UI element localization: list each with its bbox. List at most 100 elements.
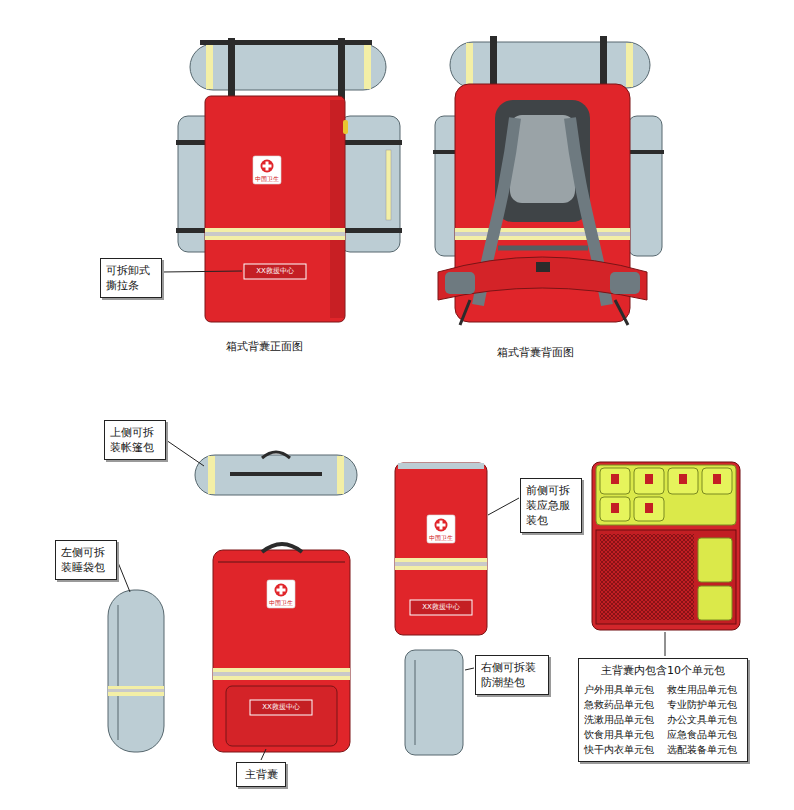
- main-backpack: [213, 668, 350, 680]
- moisture-mat-bag: [405, 650, 474, 755]
- unit-item: 户外用具单元包: [584, 683, 659, 697]
- logo-text: 中国卫生: [267, 599, 295, 606]
- back-view-backpack: [466, 43, 473, 87]
- patch-text: XX救援中心: [250, 700, 312, 715]
- main-backpack: [213, 550, 350, 752]
- main-backpack: [261, 749, 266, 760]
- sleeping-bag-pack: [118, 605, 119, 740]
- tent-bag: [208, 456, 215, 494]
- clothing-bag: [427, 515, 455, 543]
- unit-item: 快干内衣单元包: [584, 743, 659, 757]
- tent-bag: [262, 452, 290, 458]
- front-view-backpack: [338, 38, 345, 100]
- open-bag-interior: [592, 462, 740, 630]
- open-bag-interior: [596, 465, 736, 525]
- callout-text: 上侧可拆 装帐篷包: [110, 425, 160, 455]
- clothing-bag: [395, 562, 487, 566]
- front-view-backpack: [338, 228, 402, 233]
- front-view-backpack: [364, 45, 371, 89]
- tent-bag: [166, 440, 357, 495]
- open-bag-interior: [634, 468, 664, 494]
- back-view-backpack: [498, 246, 588, 251]
- open-bag-interior: [698, 538, 732, 582]
- open-bag-interior: [600, 468, 630, 494]
- front-view-backpack: [162, 271, 242, 272]
- unit-grid: 户外用具单元包救生用品单元包急救药品单元包专业防护单元包洗漱用品单元包办公文具单…: [584, 683, 742, 757]
- open-bag-interior: [713, 474, 721, 484]
- list-heading: 主背囊内包含10个单元包: [584, 663, 742, 678]
- patch-text: XX救援中心: [410, 600, 472, 615]
- open-bag-interior: [668, 468, 698, 494]
- open-bag-interior: [665, 632, 666, 656]
- patch-text: XX救援中心: [244, 264, 306, 279]
- callout-box: 右侧可拆装 防潮垫包: [475, 655, 549, 695]
- back-view-backpack: [450, 42, 650, 88]
- open-bag-interior: [611, 503, 619, 513]
- open-bag-interior: [592, 462, 740, 656]
- open-bag-interior: [600, 497, 630, 521]
- unit-item: 急救药品单元包: [584, 698, 659, 712]
- callout-text: 主背囊: [242, 767, 280, 782]
- front-view-backpack: [190, 44, 386, 90]
- tent-bag: [230, 472, 322, 476]
- logo-text: 中国卫生: [253, 175, 281, 182]
- unit-item: 应急食品单元包: [667, 728, 742, 742]
- unit-item: 救生用品单元包: [667, 683, 742, 697]
- front-view-backpack: [205, 232, 345, 236]
- sleeping-bag-pack: [117, 560, 130, 592]
- callout-box: 前侧可拆 装应急服 装包: [520, 478, 582, 533]
- front-view-backpack: [343, 120, 348, 134]
- view-caption: 箱式背囊背面图: [497, 346, 574, 360]
- unit-item: 洗漱用品单元包: [584, 713, 659, 727]
- front-view-backpack: [386, 150, 391, 220]
- open-bag-interior: [596, 530, 736, 624]
- main-backpack: [250, 700, 312, 715]
- sleeping-bag-pack: [108, 686, 164, 696]
- callout-text: 前侧可拆 装应急服 装包: [526, 483, 576, 528]
- main-backpack: [218, 561, 345, 563]
- back-view-backpack: [626, 150, 664, 154]
- front-view-backpack: [205, 228, 345, 240]
- sleeping-bag-pack: [108, 590, 164, 752]
- back-view-backpack: [628, 116, 662, 256]
- tent-bag: [195, 455, 357, 495]
- unit-item: 饮食用具单元包: [584, 728, 659, 742]
- logo-text: 中国卫生: [427, 534, 455, 541]
- clothing-bag: [395, 463, 519, 635]
- callout-box: 上侧可拆 装帐篷包: [104, 420, 166, 460]
- tent-bag: [337, 456, 344, 494]
- front-view-backpack: [253, 156, 281, 184]
- main-backpack: [213, 544, 350, 760]
- open-bag-interior: [679, 474, 687, 484]
- sleeping-bag-pack: [108, 560, 164, 752]
- back-view-backpack: [455, 232, 630, 236]
- main-backpack: [213, 672, 350, 676]
- open-bag-interior: [611, 474, 619, 484]
- callout-text: 左侧可拆 装睡袋包: [61, 545, 111, 575]
- front-view-backpack: [338, 140, 402, 145]
- open-bag-interior: [698, 586, 732, 620]
- view-caption: 箱式背囊正面图: [226, 340, 303, 354]
- front-view-backpack: [205, 96, 345, 322]
- unit-item: 专业防护单元包: [667, 698, 742, 712]
- front-view-backpack: [200, 40, 372, 45]
- moisture-mat-bag: [405, 650, 463, 755]
- back-view-backpack: [433, 36, 664, 325]
- back-view-backpack: [445, 272, 475, 294]
- unit-item: 选配装备单元包: [667, 743, 742, 757]
- front-view-backpack: [330, 100, 344, 318]
- main-backpack: [226, 686, 337, 746]
- sleeping-bag-pack: [108, 689, 164, 692]
- back-view-backpack: [438, 257, 647, 300]
- open-bag-interior: [645, 503, 653, 513]
- callout-text: 右侧可拆装 防潮垫包: [481, 660, 543, 690]
- unit-list-box: 主背囊内包含10个单元包户外用具单元包救生用品单元包急救药品单元包专业防护单元包…: [578, 658, 748, 762]
- callout-box: 主背囊: [236, 762, 286, 787]
- front-view-backpack: [244, 264, 306, 279]
- back-view-backpack: [536, 262, 550, 272]
- main-backpack: [262, 544, 302, 552]
- open-bag-interior: [645, 474, 653, 484]
- back-view-backpack: [460, 300, 628, 325]
- back-view-backpack: [610, 272, 640, 294]
